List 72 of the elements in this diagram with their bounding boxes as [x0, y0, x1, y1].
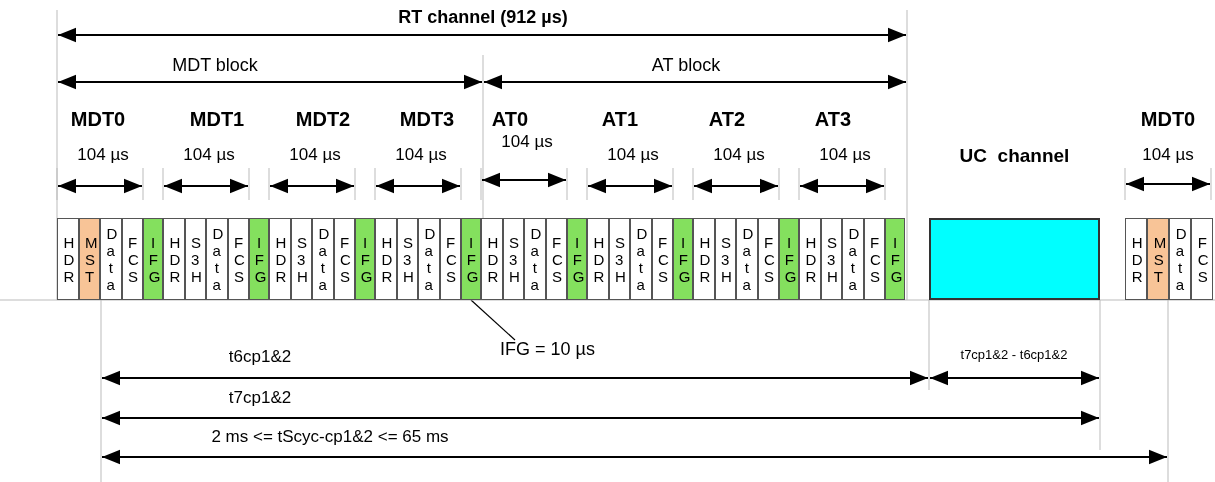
dimension-label: 2 ms <= tScyc-cp1&2 <= 65 ms [211, 428, 449, 447]
frame-field: S3H [184, 218, 206, 300]
frame-field: FCS [757, 218, 779, 300]
frame-field: S3H [608, 218, 630, 300]
gap-field: IFG [355, 218, 375, 300]
frame-heading: AT2 [708, 108, 746, 130]
frame-field: FCS [545, 218, 567, 300]
frame-field: FCS [651, 218, 673, 300]
frame-heading: MDT3 [399, 108, 455, 130]
frame-field: FCS [1191, 218, 1213, 300]
dimension-label: 104 µs [183, 146, 235, 165]
dimension-label: 104 µs [289, 146, 341, 165]
dimension-label: 104 µs [501, 133, 553, 152]
gap-field: IFG [885, 218, 905, 300]
frame-field: FCS [121, 218, 143, 300]
leader-line [470, 299, 516, 341]
frame-field: HDR [693, 218, 715, 300]
dimension-label: RT channel (912 µs) [398, 8, 568, 28]
gap-field: IFG [567, 218, 587, 300]
frame-field: FCS [863, 218, 885, 300]
frame-field: S3H [502, 218, 524, 300]
frame-field: HDR [799, 218, 821, 300]
frame-field: Data [842, 218, 864, 300]
frame-field: HDR [1125, 218, 1147, 300]
gap-field: IFG [779, 218, 799, 300]
frame-field: Data [418, 218, 440, 300]
gap-field: IFG [143, 218, 163, 300]
frame-field: HDR [57, 218, 79, 300]
annotation-text: IFG = 10 µs [500, 340, 595, 360]
dimension-label: AT block [651, 56, 721, 76]
frame-field: S3H [396, 218, 418, 300]
frame-field: S3H [820, 218, 842, 300]
dimension-label: 104 µs [1142, 146, 1194, 165]
frame-heading: AT0 [491, 108, 529, 130]
frame-field: HDR [163, 218, 185, 300]
frame-field: MST [78, 218, 100, 300]
dimension-label: 104 µs [77, 146, 129, 165]
frame-field: HDR [269, 218, 291, 300]
frame-field: S3H [714, 218, 736, 300]
frame-heading: MDT0 [1140, 108, 1196, 130]
frame-field: FCS [227, 218, 249, 300]
frame-field: Data [312, 218, 334, 300]
dimension-label: t7cp1&2 - t6cp1&2 [960, 348, 1068, 363]
frame-field: Data [630, 218, 652, 300]
frame-heading: MDT1 [189, 108, 245, 130]
frame-field: FCS [333, 218, 355, 300]
frame-field: HDR [587, 218, 609, 300]
frame-field: Data [1169, 218, 1191, 300]
frame-field: FCS [439, 218, 461, 300]
frame-field: MST [1147, 218, 1169, 300]
frame-field: Data [736, 218, 758, 300]
frame-field: S3H [290, 218, 312, 300]
channel-heading: UC channel [958, 145, 1071, 167]
dimension-label: 104 µs [819, 146, 871, 165]
frame-heading: AT1 [601, 108, 639, 130]
dimension-label: 104 µs [713, 146, 765, 165]
dimension-label: MDT block [172, 56, 258, 76]
frame-heading: MDT0 [70, 108, 126, 130]
frame-field: Data [100, 218, 122, 300]
frame-field: HDR [481, 218, 503, 300]
dimension-label: t6cp1&2 [228, 348, 292, 367]
gap-field: IFG [461, 218, 481, 300]
frame-field: Data [524, 218, 546, 300]
frame-heading: MDT2 [295, 108, 351, 130]
dimension-label: t7cp1&2 [228, 389, 292, 408]
frame-heading: AT3 [814, 108, 852, 130]
frame-field: HDR [375, 218, 397, 300]
dimension-label: 104 µs [607, 146, 659, 165]
gap-field: IFG [673, 218, 693, 300]
dimension-label: 104 µs [395, 146, 447, 165]
frame-field: Data [206, 218, 228, 300]
gap-field: IFG [249, 218, 269, 300]
